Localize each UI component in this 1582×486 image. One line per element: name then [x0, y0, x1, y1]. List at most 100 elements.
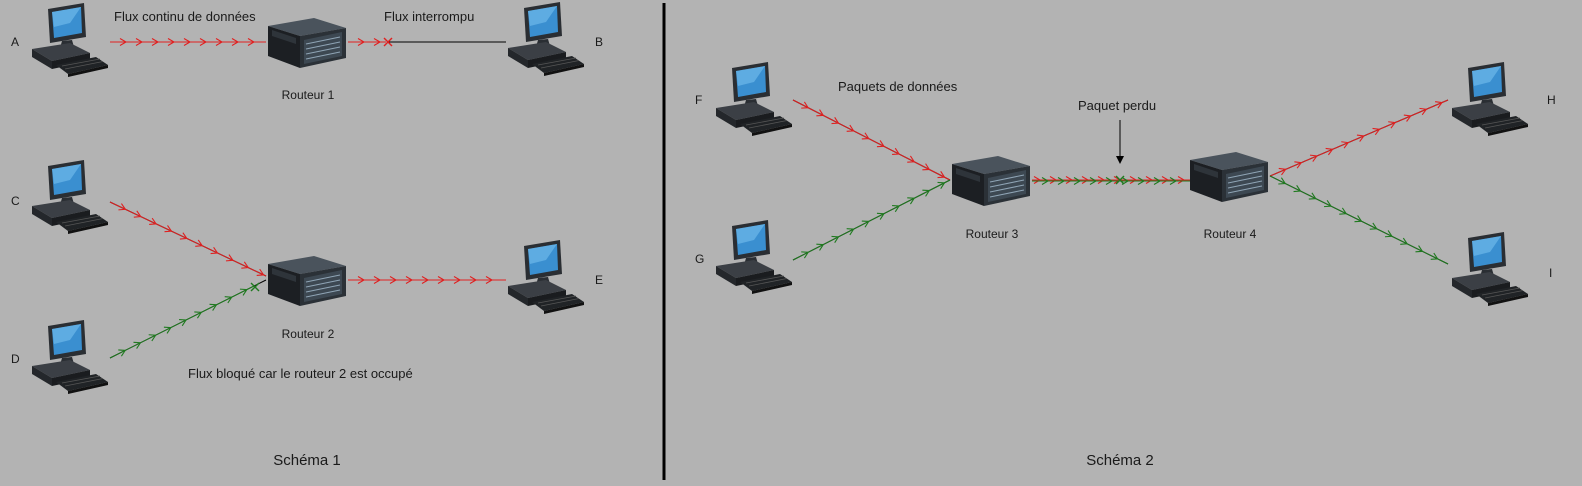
flow-router3-router4-red-chevron — [1033, 176, 1042, 184]
flow-router4-i-chevron — [1308, 192, 1317, 200]
router-label-2: Routeur 2 — [282, 327, 335, 341]
flow-router4-i-chevron — [1354, 215, 1363, 223]
flow-arrows — [109, 38, 1449, 359]
flow-c-router2-chevron — [118, 203, 127, 211]
flow-c-router2-chevron — [179, 232, 188, 240]
flow-router4-h-line — [1269, 99, 1449, 177]
flow-a-router1-chevron — [119, 38, 128, 46]
flow-router4-h-chevron — [1309, 154, 1318, 162]
flow-c-router2-chevron — [195, 239, 204, 247]
flow-f-router3-chevron — [816, 109, 825, 117]
flow-d-router2-blocked-chevron — [133, 341, 142, 349]
flow-f-router3-chevron — [876, 140, 885, 148]
flow-g-router3-chevron — [846, 228, 855, 236]
flow-a-router1-chevron — [167, 38, 176, 46]
flow-c-router2-chevron — [256, 268, 265, 276]
node-label-b: B — [595, 35, 603, 49]
flow-router4-i-chevron — [1384, 230, 1393, 238]
flow-router3-router4-red-chevron — [1145, 176, 1154, 184]
flow-router3-router4-green-chevron — [1153, 177, 1162, 185]
label-interrupted-flow: Flux interrompu — [384, 9, 474, 24]
flow-g-router3-chevron — [937, 181, 946, 189]
x-marker-blocked — [250, 282, 260, 292]
router-icon-3 — [951, 155, 1031, 207]
flow-f-router3-chevron — [846, 124, 855, 132]
computer-icon-c — [31, 159, 109, 235]
flow-c-router2-line — [109, 201, 267, 277]
flow-g-router3-chevron — [861, 220, 870, 228]
flow-router4-h-chevron — [1419, 107, 1428, 116]
flow-a-router1-chevron — [247, 38, 256, 46]
flow-router3-router4-red-chevron — [1129, 176, 1138, 184]
flow-a-router1-chevron — [151, 38, 160, 46]
flow-c-router2-chevron — [210, 246, 219, 255]
flow-router4-i-chevron — [1293, 184, 1302, 193]
flow-router4-h-chevron — [1325, 147, 1334, 156]
flow-router4-i-chevron — [1278, 177, 1287, 185]
flow-d-router2-blocked-chevron — [239, 288, 248, 296]
flow-router3-router4-green-chevron — [1105, 177, 1114, 185]
computer-icon-b — [507, 1, 585, 77]
flow-router2-e-chevron — [469, 276, 478, 284]
x-marker-interrupted — [383, 37, 393, 47]
flow-d-router2-blocked-chevron — [194, 311, 203, 319]
flow-router4-h-chevron — [1403, 114, 1412, 122]
node-label-e: E — [595, 273, 603, 287]
flow-router4-i-line — [1269, 175, 1449, 265]
flow-router3-router4-red-chevron — [1065, 176, 1074, 184]
schema2-title: Schéma 2 — [1086, 452, 1154, 469]
flow-router3-router4-red-chevron — [1049, 176, 1058, 184]
flow-d-router2-blocked-chevron — [148, 334, 157, 342]
node-label-d: D — [11, 352, 20, 366]
flow-router3-router4-green-chevron — [1057, 177, 1066, 185]
flow-f-router3-line — [792, 99, 951, 181]
flow-d-router2-blocked-chevron — [163, 326, 172, 334]
flow-router4-i-chevron — [1415, 245, 1424, 253]
label-blocked-flow: Flux bloqué car le routeur 2 est occupé — [188, 366, 413, 381]
label-lost-packet: Paquet perdu — [1078, 98, 1156, 113]
flow-router3-router4-red-chevron — [1161, 176, 1170, 184]
flow-router4-h-chevron — [1435, 101, 1443, 109]
flow-router3-router4-green-chevron — [1041, 177, 1050, 185]
x-marker-lost-packet — [1115, 175, 1125, 185]
node-label-h: H — [1547, 93, 1556, 107]
flow-g-router3-chevron — [922, 189, 931, 197]
router-icon-1 — [267, 17, 347, 69]
flow-d-router2-blocked-line — [109, 285, 255, 359]
flow-router4-h-chevron — [1356, 134, 1365, 142]
lost-packet-pointer-arrow — [1116, 120, 1124, 164]
flow-d-router2-blocked-chevron — [224, 296, 233, 304]
node-label-c: C — [11, 194, 20, 208]
flow-router4-h-chevron — [1388, 121, 1397, 129]
flow-router4-i-chevron — [1369, 222, 1378, 230]
flow-f-router3-chevron — [937, 171, 946, 179]
node-label-g: G — [695, 252, 704, 266]
node-label-f: F — [695, 93, 702, 107]
flow-f-router3-chevron — [831, 117, 840, 125]
flow-d-router2-blocked-chevron — [209, 303, 218, 311]
computer-icon-a — [31, 2, 109, 78]
flow-router4-h-chevron — [1278, 167, 1287, 176]
flow-g-router3-chevron — [801, 251, 810, 259]
flow-a-router1-chevron — [135, 38, 144, 46]
flow-f-router3-chevron — [922, 163, 931, 171]
flow-router3-router4-red-chevron — [1097, 176, 1106, 184]
flow-a-router1-chevron — [199, 38, 208, 46]
flow-g-router3-chevron — [907, 197, 916, 205]
flow-router4-i-chevron — [1339, 207, 1348, 215]
flow-f-router3-chevron — [801, 101, 810, 109]
flow-router2-e-chevron — [437, 276, 446, 284]
computer-icon-i — [1451, 231, 1529, 307]
label-continuous-flow: Flux continu de données — [114, 9, 256, 24]
flow-c-router2-chevron — [149, 217, 158, 225]
computer-icon-d — [31, 319, 109, 395]
computer-icon-h — [1451, 61, 1529, 137]
flow-router3-router4-green-chevron — [1137, 177, 1146, 185]
node-label-i: I — [1549, 266, 1552, 280]
label-data-packets: Paquets de données — [838, 79, 958, 94]
flow-g-router3-chevron — [831, 235, 840, 243]
flow-c-router2-chevron — [133, 210, 142, 218]
flow-router2-e-chevron — [485, 276, 494, 284]
router-label-3: Routeur 3 — [966, 227, 1019, 241]
router-icon-2 — [267, 255, 347, 307]
